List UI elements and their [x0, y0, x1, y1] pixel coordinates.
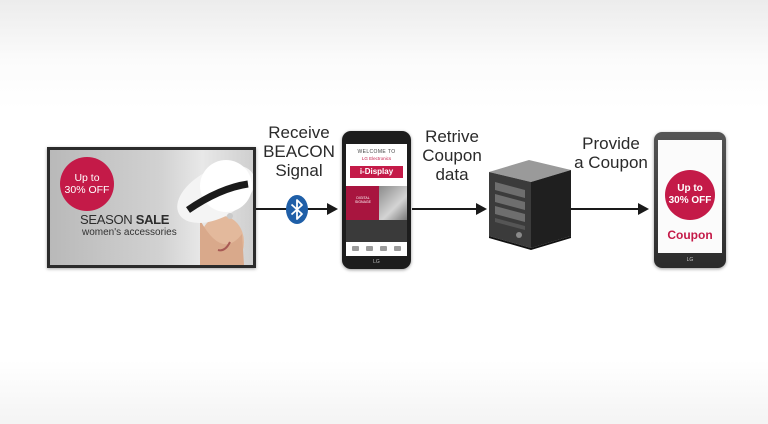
smartphone-app: WELCOME TO LG Electronics i-Display DIGI… [342, 131, 411, 269]
app-tile-text: DIGITAL SIGNAGE [355, 196, 371, 204]
bluetooth-icon [286, 195, 308, 224]
app-tile-image [379, 186, 407, 220]
app-brand-text: LG Electronics [361, 156, 392, 161]
sale-subtitle: women's accessories [82, 227, 177, 238]
step-label-retrieve-coupon: Retrive Coupon data [410, 127, 494, 184]
coupon-badge-line2: 30% OFF [668, 195, 712, 206]
app-nav-icon [394, 246, 401, 251]
step-label-line: a Coupon [574, 153, 648, 172]
app-welcome-text: WELCOME TO [357, 149, 396, 155]
phone-app-screen: WELCOME TO LG Electronics i-Display DIGI… [346, 144, 407, 256]
app-name-bar: i-Display [350, 166, 403, 178]
season-sale-heading: SEASON SALE [80, 212, 169, 227]
app-nav-icon [380, 246, 387, 251]
app-tile-dark [346, 220, 407, 242]
app-tile-red [346, 186, 379, 220]
step-label-line: Coupon [422, 146, 482, 165]
app-nav-icon [366, 246, 373, 251]
step-label-provide-coupon: Provide a Coupon [566, 134, 656, 172]
sale-badge: Up to 30% OFF [60, 157, 114, 211]
step-label-line: data [435, 165, 469, 184]
sale-badge-line2: 30% OFF [64, 184, 110, 196]
coupon-label: Coupon [667, 228, 713, 242]
digital-signage-display: Up to 30% OFF SEASON SALE women's access… [47, 147, 256, 268]
season-word: SEASON [80, 212, 133, 227]
sale-word: SALE [135, 212, 170, 227]
step-label-line: BEACON [263, 142, 335, 161]
coupon-badge-line1: Up to [677, 183, 703, 194]
step-label-receive-beacon: Receive BEACON Signal [251, 123, 347, 180]
step-label-line: Provide [582, 134, 640, 153]
coupon-badge: Up to 30% OFF [665, 170, 715, 220]
flow-arrow-phone-to-server [412, 203, 487, 215]
model-hat-image [177, 160, 253, 265]
smartphone-coupon: Up to 30% OFF Coupon LG [654, 132, 726, 268]
phone-brand-logo: LG [686, 257, 694, 263]
server-icon [489, 160, 571, 250]
step-label-line: Retrive [425, 127, 479, 146]
signage-screen: Up to 30% OFF SEASON SALE women's access… [50, 150, 253, 265]
app-nav-icon [352, 246, 359, 251]
step-label-line: Signal [275, 161, 323, 180]
phone-brand-logo: LG [373, 259, 380, 265]
flow-arrow-server-to-phone [571, 203, 649, 215]
sale-badge-line1: Up to [74, 172, 100, 184]
coupon-screen: Up to 30% OFF Coupon [658, 140, 722, 253]
step-label-line: Receive [268, 123, 330, 142]
